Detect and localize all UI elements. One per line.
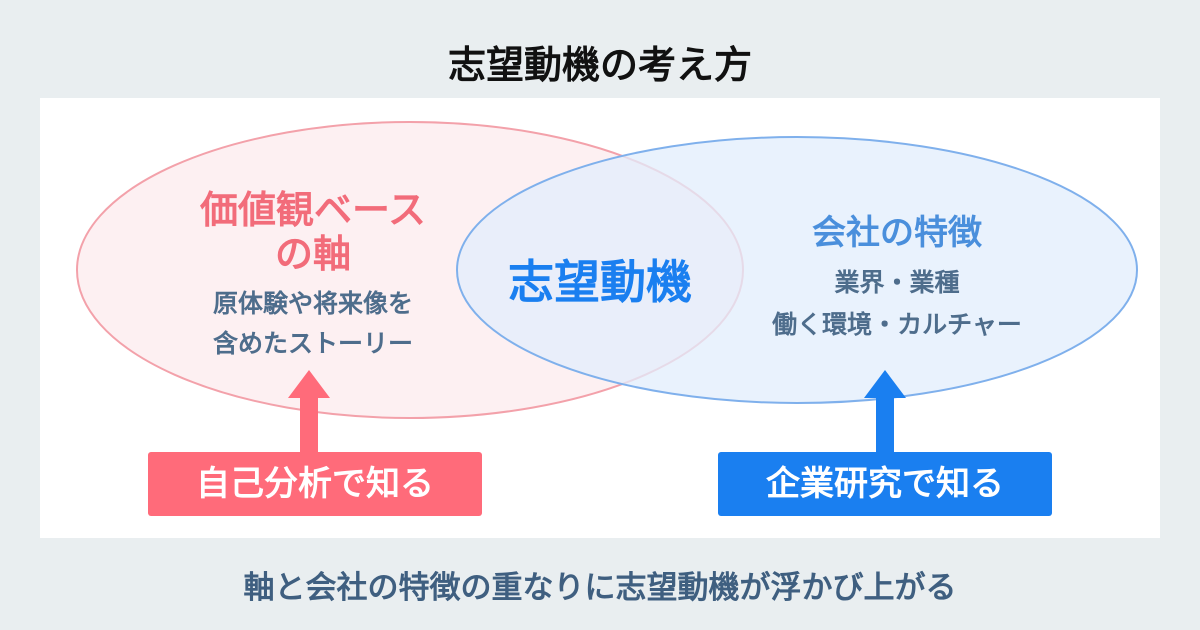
right-up-arrow xyxy=(864,370,906,454)
self-analysis-box: 自己分析で知る xyxy=(148,452,482,516)
right-ellipse xyxy=(456,136,1138,404)
left-heading-line2: の軸 xyxy=(274,232,352,276)
right-desc-line1: 業界・業種 xyxy=(834,268,960,297)
right-heading: 会社の特徴 xyxy=(812,213,982,253)
left-desc-line1: 原体験や将来像を xyxy=(212,289,414,318)
right-desc-line2: 働く環境・カルチャー xyxy=(772,310,1022,339)
left-up-arrow xyxy=(288,370,330,454)
center-label: 志望動機 xyxy=(508,255,692,309)
company-research-box: 企業研究で知る xyxy=(718,452,1052,516)
left-heading-line1: 価値観ベース xyxy=(199,188,427,232)
left-desc-line2: 含めたストーリー xyxy=(212,329,414,358)
page-title: 志望動機の考え方 xyxy=(447,43,752,87)
footer-caption: 軸と会社の特徴の重なりに志望動機が浮かび上がる xyxy=(243,570,957,606)
